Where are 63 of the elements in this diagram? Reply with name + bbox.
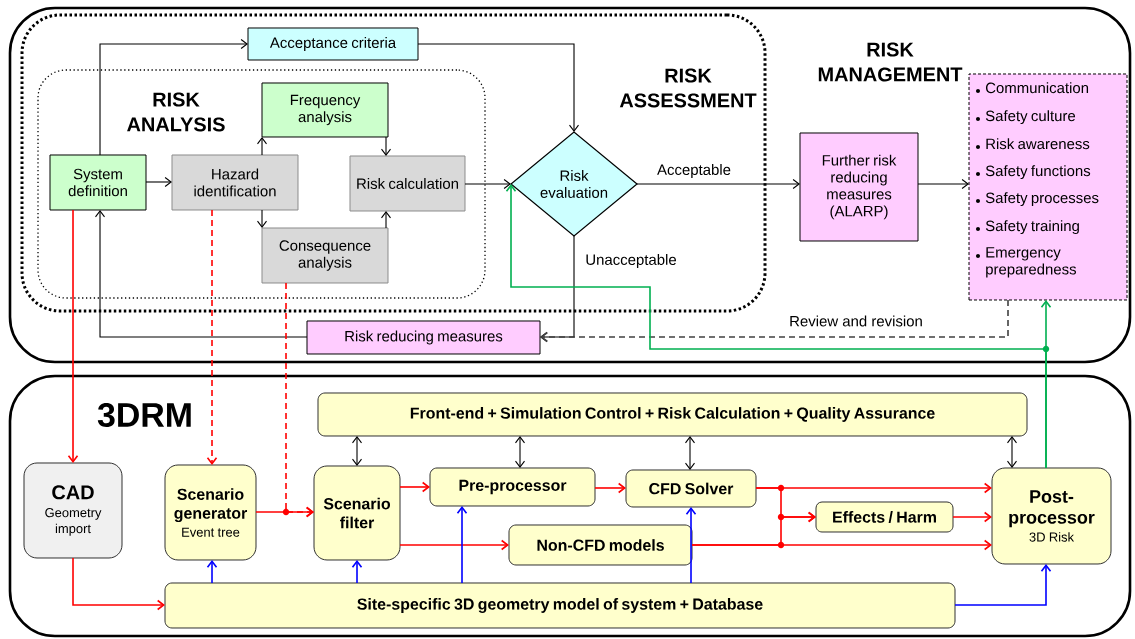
process-box: Frequency analysis [261, 82, 389, 138]
process-box: Consequence analysis [261, 227, 389, 284]
module-box: Scenario filter [313, 465, 401, 561]
arrow [954, 564, 1052, 606]
arrow [594, 482, 626, 494]
arrow [145, 176, 172, 188]
arrow [72, 557, 165, 611]
arrow [456, 506, 468, 584]
list-item: Risk awareness [976, 138, 1090, 150]
arrow [206, 209, 218, 465]
panel-heading: RISK MANAGEMENT [818, 42, 963, 82]
list-item: Safety processes [976, 192, 1099, 207]
process-box: Risk calculation [349, 155, 466, 212]
arrow [99, 38, 248, 156]
arrow [540, 299, 1009, 343]
module-box: Pre-processor [429, 467, 596, 507]
arrow [399, 481, 430, 493]
module-box: Site-specific 3D geometry model of system + Database [164, 582, 956, 629]
arrow [505, 184, 1047, 469]
module-box: CFD Solver [625, 469, 757, 508]
module-box: Front-end + Simulation Control + Risk Calculation + Quality Assurance [317, 392, 1028, 437]
arrow [691, 511, 816, 546]
arrow [514, 436, 526, 468]
process-box: Acceptance criteria [247, 27, 419, 61]
arrow [256, 137, 268, 156]
arrow [206, 560, 218, 584]
panel-heading: RISK ASSESSMENT [619, 68, 757, 108]
arrow [351, 560, 363, 584]
arrow [1006, 436, 1018, 468]
process-box: System definition [49, 154, 147, 211]
list-item: Safety training [976, 220, 1079, 235]
arrow [952, 511, 992, 523]
process-box: Hazard identification [171, 154, 299, 211]
arrow [417, 43, 580, 132]
arrow [255, 506, 314, 518]
arrow [685, 507, 697, 584]
edge-label: Review and revision [787, 314, 925, 328]
arrow [380, 211, 392, 229]
arrow [464, 178, 511, 190]
module-box: CAD Geometry import [23, 462, 123, 559]
module-box: Effects / Harm [815, 501, 954, 533]
arrow [636, 178, 800, 190]
module-box: Scenario generator Event tree [164, 464, 257, 561]
arrow [256, 209, 268, 228]
arrow [399, 539, 509, 551]
panel-heading: 3DRM [97, 402, 191, 427]
arrow [351, 436, 363, 466]
list-item: Emergency preparedness [976, 247, 1076, 278]
arrow [67, 209, 79, 463]
arrow [380, 136, 392, 156]
process-box: Risk reducing measures [306, 320, 541, 355]
edge-label: Acceptable [655, 162, 733, 180]
module-box: Post-processor 3D Risk [991, 467, 1112, 565]
process-box: Further risk reducing measures (ALARP) [799, 132, 919, 242]
list-item: Safety culture [976, 110, 1076, 125]
panel-heading: RISK ANALYSIS [127, 92, 225, 132]
arrow [684, 436, 696, 470]
arrow [94, 210, 308, 338]
arrow [917, 178, 969, 190]
list-item: Safety functions [976, 165, 1091, 180]
list-item: Communication [976, 82, 1089, 94]
module-box: Non-CFD models [508, 524, 693, 566]
edge-label: Unacceptable [583, 252, 679, 270]
